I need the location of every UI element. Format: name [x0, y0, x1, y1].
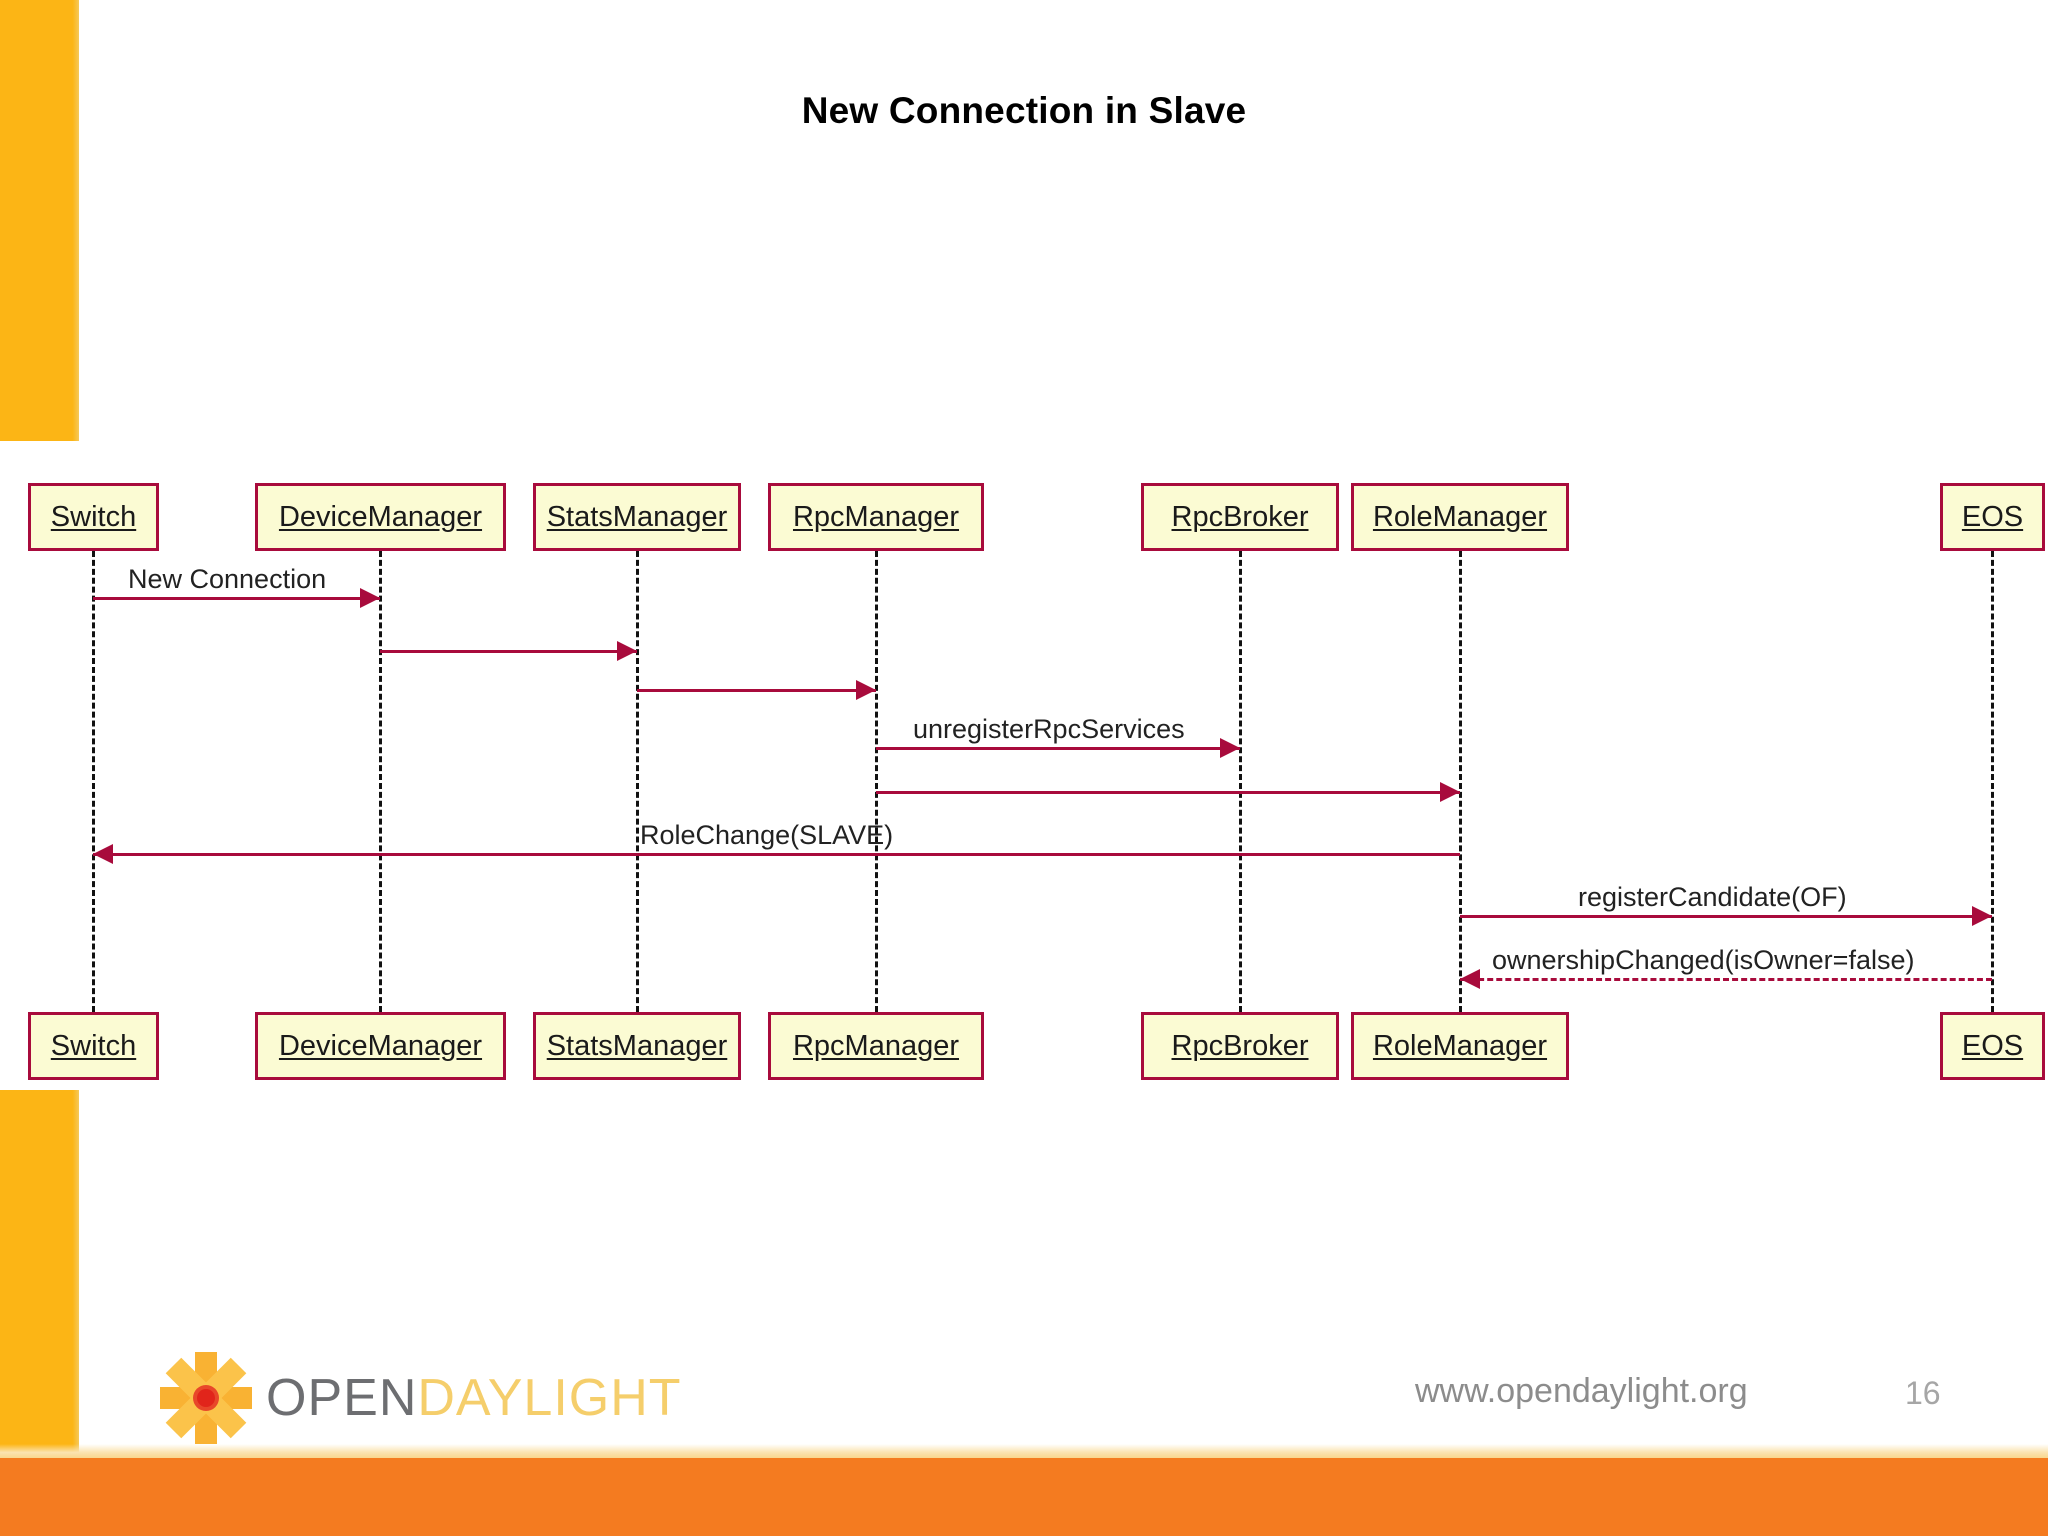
lifeline-rpcbroker	[1239, 551, 1242, 1012]
participant-box-rpcmanager-bottom[interactable]: RpcManager	[768, 1012, 984, 1080]
message-arrowhead-2	[617, 641, 637, 661]
decor-strip-glow	[0, 1444, 2048, 1458]
message-arrowhead-7	[1972, 906, 1992, 926]
participant-label-rolemanager: RoleManager	[1372, 1029, 1548, 1062]
participant-label-switch: Switch	[50, 1029, 137, 1062]
lifeline-statsmanager	[636, 551, 639, 1012]
participant-label-statsmanager: StatsManager	[546, 1029, 728, 1062]
message-arrowhead-1	[360, 588, 380, 608]
lifeline-devicemanager	[379, 551, 382, 1012]
message-label-4: unregisterRpcServices	[913, 714, 1185, 744]
page-number: 16	[1905, 1375, 1941, 1411]
participant-box-rolemanager-top[interactable]: RoleManager	[1351, 483, 1569, 551]
logo-word-open: OPEN	[266, 1369, 418, 1427]
participant-label-rpcmanager: RpcManager	[792, 1029, 960, 1062]
participant-box-rolemanager-bottom[interactable]: RoleManager	[1351, 1012, 1569, 1080]
decor-bottom-strip	[0, 1458, 2048, 1536]
page-title: New Connection in Slave	[801, 90, 1247, 131]
lifeline-eos	[1991, 551, 1994, 1012]
message-line-1	[93, 597, 380, 600]
footer-url: www.opendaylight.org	[1415, 1372, 1748, 1410]
participant-box-rpcbroker-top[interactable]: RpcBroker	[1141, 483, 1339, 551]
participant-box-statsmanager-top[interactable]: StatsManager	[533, 483, 741, 551]
message-arrowhead-4	[1220, 738, 1240, 758]
message-line-3	[637, 689, 876, 692]
participant-box-rpcbroker-bottom[interactable]: RpcBroker	[1141, 1012, 1339, 1080]
opendaylight-logo: OPENDAYLIGHT	[160, 1352, 682, 1444]
participant-box-switch-bottom[interactable]: Switch	[28, 1012, 159, 1080]
participant-label-eos: EOS	[1961, 500, 2024, 533]
sunburst-logo-icon	[160, 1352, 252, 1444]
participant-label-rpcbroker: RpcBroker	[1171, 500, 1309, 533]
message-line-7	[1460, 915, 1992, 918]
participant-box-devicemanager-top[interactable]: DeviceManager	[255, 483, 506, 551]
message-label-1: New Connection	[128, 564, 327, 594]
participant-label-switch: Switch	[50, 500, 137, 533]
participant-box-rpcmanager-top[interactable]: RpcManager	[768, 483, 984, 551]
participant-box-eos-bottom[interactable]: EOS	[1940, 1012, 2045, 1080]
participant-label-statsmanager: StatsManager	[546, 500, 728, 533]
message-arrowhead-6	[93, 844, 113, 864]
participant-label-eos: EOS	[1961, 1029, 2024, 1062]
decor-bar-top-left	[0, 0, 79, 441]
participant-label-devicemanager: DeviceManager	[278, 1029, 483, 1062]
participant-label-rpcbroker: RpcBroker	[1171, 1029, 1309, 1062]
participant-label-devicemanager: DeviceManager	[278, 500, 483, 533]
message-line-8	[1460, 978, 1992, 981]
message-line-2	[380, 650, 637, 653]
participant-box-devicemanager-bottom[interactable]: DeviceManager	[255, 1012, 506, 1080]
logo-wordmark: OPENDAYLIGHT	[266, 1372, 682, 1424]
participant-box-eos-top[interactable]: EOS	[1940, 483, 2045, 551]
message-line-5	[876, 791, 1460, 794]
participant-label-rpcmanager: RpcManager	[792, 500, 960, 533]
message-label-7: registerCandidate(OF)	[1578, 882, 1847, 912]
lifeline-rpcmanager	[875, 551, 878, 1012]
message-label-8: ownershipChanged(isOwner=false)	[1492, 945, 1915, 975]
lifeline-rolemanager	[1459, 551, 1462, 1012]
message-arrowhead-5	[1440, 782, 1460, 802]
participant-label-rolemanager: RoleManager	[1372, 500, 1548, 533]
message-label-6: RoleChange(SLAVE)	[640, 820, 894, 850]
message-line-6	[93, 853, 1460, 856]
message-line-4	[876, 747, 1240, 750]
participant-box-statsmanager-bottom[interactable]: StatsManager	[533, 1012, 741, 1080]
logo-word-daylight: DAYLIGHT	[417, 1369, 682, 1427]
message-arrowhead-3	[856, 680, 876, 700]
decor-bar-bottom-left	[0, 1090, 79, 1460]
lifeline-switch	[92, 551, 95, 1012]
participant-box-switch-top[interactable]: Switch	[28, 483, 159, 551]
message-arrowhead-8	[1460, 969, 1480, 989]
